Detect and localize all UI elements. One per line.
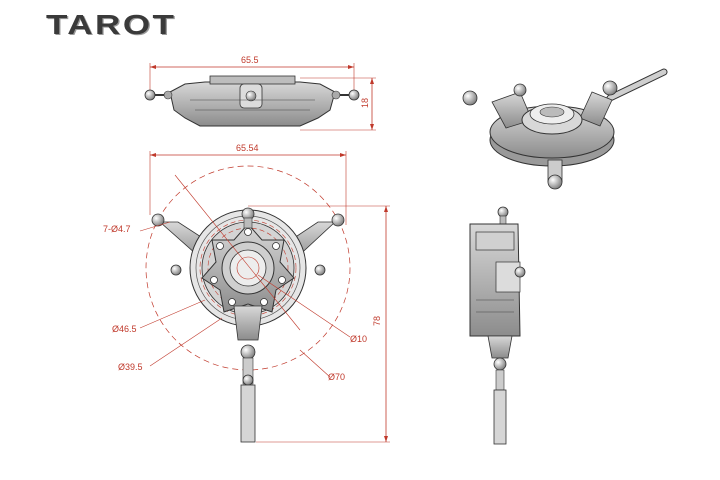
arm-ball-left — [151, 213, 165, 227]
dim-holes: 7-Ø4.7 — [103, 224, 131, 234]
dim-dia-70: Ø70 — [328, 372, 346, 382]
dim-top-height: 18 — [360, 97, 371, 109]
side-ball-left — [144, 89, 156, 101]
arm-ball-right — [331, 213, 345, 227]
isometric-view — [462, 68, 668, 190]
side-ball-right — [348, 89, 360, 101]
dim-dia-46: Ø46.5 — [112, 324, 137, 334]
dim-dia-39: Ø39.5 — [118, 362, 143, 372]
dim-top-width: 65.5 — [241, 55, 259, 65]
left-ball — [170, 264, 182, 276]
dim-plan-width: 65.54 — [236, 143, 259, 153]
center-bore — [229, 249, 267, 287]
side-body — [469, 223, 521, 337]
top-view — [144, 63, 376, 131]
guide-rod — [240, 384, 256, 443]
brand-logo: TAROT — [46, 9, 177, 40]
dim-height-78: 78 — [372, 315, 383, 327]
plan-view — [139, 151, 390, 443]
side-view — [469, 206, 526, 445]
dim-dia-10: Ø10 — [350, 334, 368, 344]
right-ball — [314, 264, 326, 276]
dia-70-circle — [145, 165, 351, 371]
mount-holes — [210, 228, 286, 306]
